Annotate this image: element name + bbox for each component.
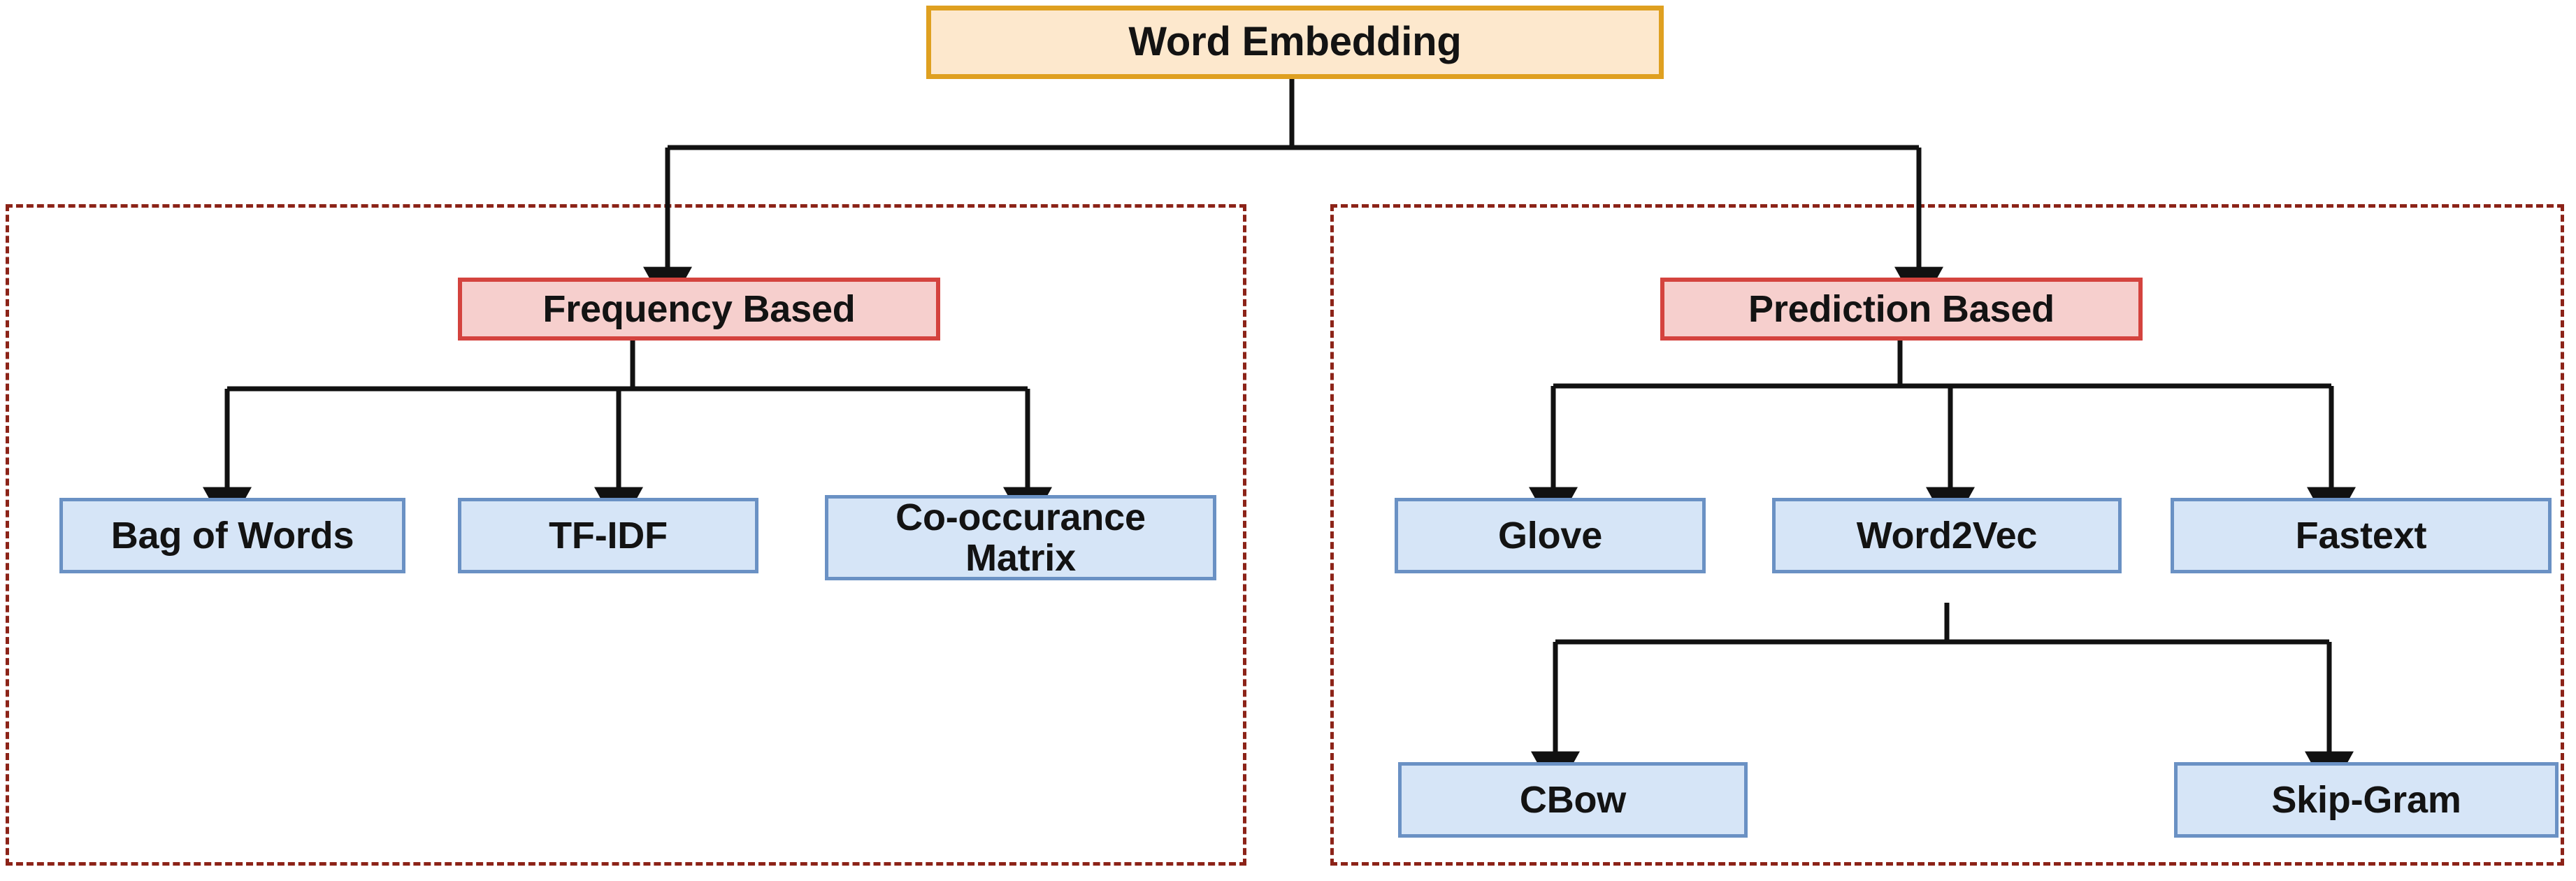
node-fastext[interactable]: Fastext <box>2171 498 2552 573</box>
node-glove[interactable]: Glove <box>1395 498 1706 573</box>
node-co-occurance-matrix[interactable]: Co-occurance Matrix <box>825 495 1216 580</box>
frequency-group-container <box>6 204 1246 866</box>
node-tf-idf[interactable]: TF-IDF <box>458 498 758 573</box>
node-bag-of-words[interactable]: Bag of Words <box>59 498 405 573</box>
node-frequency-based[interactable]: Frequency Based <box>458 278 940 341</box>
node-co-occurance-matrix-line2: Matrix <box>965 537 1076 579</box>
prediction-group-container <box>1330 204 2564 866</box>
node-co-occurance-matrix-line1: Co-occurance <box>895 496 1146 538</box>
node-prediction-based[interactable]: Prediction Based <box>1660 278 2143 341</box>
node-skip-gram[interactable]: Skip-Gram <box>2174 762 2559 838</box>
node-cbow[interactable]: CBow <box>1398 762 1748 838</box>
node-word2vec[interactable]: Word2Vec <box>1772 498 2122 573</box>
node-word-embedding[interactable]: Word Embedding <box>926 6 1664 79</box>
